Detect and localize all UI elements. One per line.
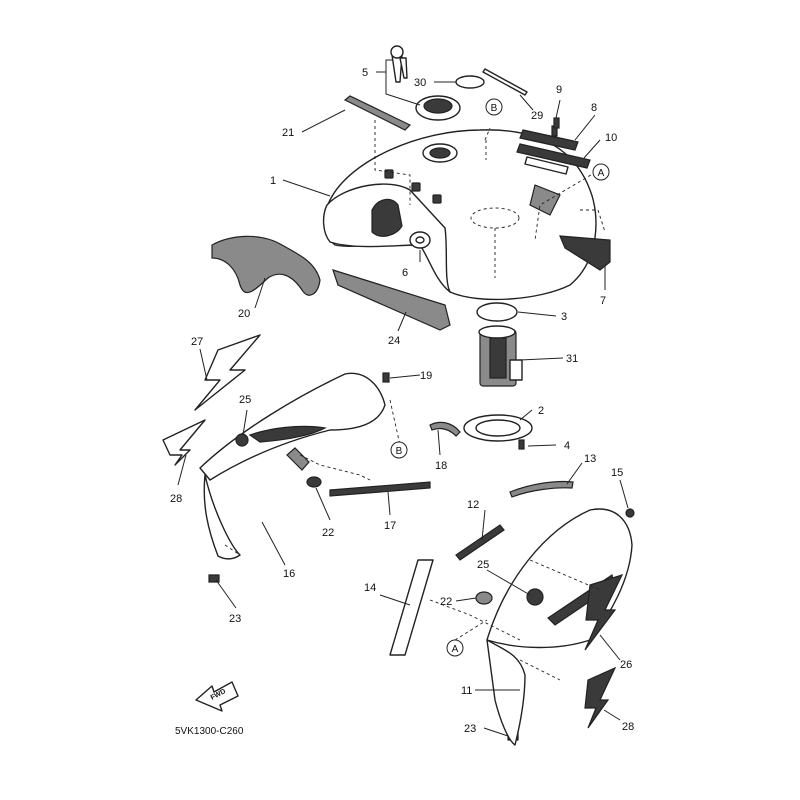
strip-18 [429,421,461,437]
tank-damper [409,231,431,249]
ref-label: A [598,168,605,179]
callout-8: 8 [591,102,597,114]
callout-27: 27 [191,336,203,348]
callout-22-right: 22 [440,596,452,608]
callout-1: 1 [270,175,276,187]
callout-23-right: 23 [464,723,476,735]
ref-label: B [491,103,498,114]
callout-25-left: 25 [239,394,251,406]
grommet-right [475,591,493,605]
callout-15: 15 [611,467,623,479]
screw-15 [625,508,635,518]
callout-20: 20 [238,308,250,320]
callouts: 1 2 3 4 5 6 7 8 9 10 11 12 13 14 15 16 1… [170,67,634,735]
pump-plate [463,414,533,442]
callout-24: 24 [388,335,400,347]
callout-5: 5 [362,67,368,79]
callout-2: 2 [538,405,544,417]
diagram-code: 5VK1300-C260 [175,726,244,737]
left-emblem [162,334,261,466]
tank-brackets [516,125,591,175]
callout-7: 7 [600,295,606,307]
forward-arrow: FWD [195,681,239,712]
strip-12 [455,524,505,561]
callout-9: 9 [556,84,562,96]
callout-17: 17 [384,520,396,532]
callout-4: 4 [564,440,570,452]
side-cover-left [199,372,386,560]
callout-3: 3 [561,311,567,323]
bolt-19 [382,372,390,383]
callout-31: 31 [566,353,578,365]
ref-a-bottom: A [446,639,464,657]
callout-22-left: 22 [322,527,334,539]
strip-14 [389,559,434,656]
callout-18: 18 [435,460,447,472]
right-emblem [584,574,624,729]
leader-lines [177,59,629,737]
strip-17 [329,481,431,497]
callout-21: 21 [282,127,294,139]
callout-23-left: 23 [229,613,241,625]
ref-label: B [396,446,403,457]
bolt-9 [553,117,560,129]
fuel-cap-assembly [390,45,461,121]
ref-b-bottom: B [390,441,408,459]
tank-strip-upper [482,68,528,96]
ref-b-top: B [485,98,503,116]
callout-25-right: 25 [477,559,489,571]
cap-gasket [455,75,485,89]
bolt-23-left [208,574,220,583]
strip-13 [509,480,574,498]
ref-a-top: A [592,163,610,181]
callout-19: 19 [420,370,432,382]
callout-6: 6 [402,267,408,279]
callout-28-left: 28 [170,493,182,505]
callout-10: 10 [605,132,617,144]
dashed-relations [224,120,606,681]
callout-11: 11 [461,685,472,697]
callout-28-right: 28 [622,721,634,733]
callout-16: 16 [283,568,295,580]
fuel-pump [478,325,523,387]
pump-gasket [476,302,518,322]
callout-26: 26 [620,659,632,671]
callout-14: 14 [364,582,376,594]
callout-30: 30 [414,77,426,89]
side-cover-right [486,508,633,746]
grommet-left [286,447,322,488]
callout-13: 13 [584,453,596,465]
side-strip-24 [332,269,451,331]
tank-pad-strip [343,95,412,131]
ref-label: A [452,644,459,655]
tank-cover-front [211,235,321,296]
callout-12: 12 [467,499,479,511]
callout-29: 29 [531,110,543,122]
bolt-4 [518,439,525,450]
